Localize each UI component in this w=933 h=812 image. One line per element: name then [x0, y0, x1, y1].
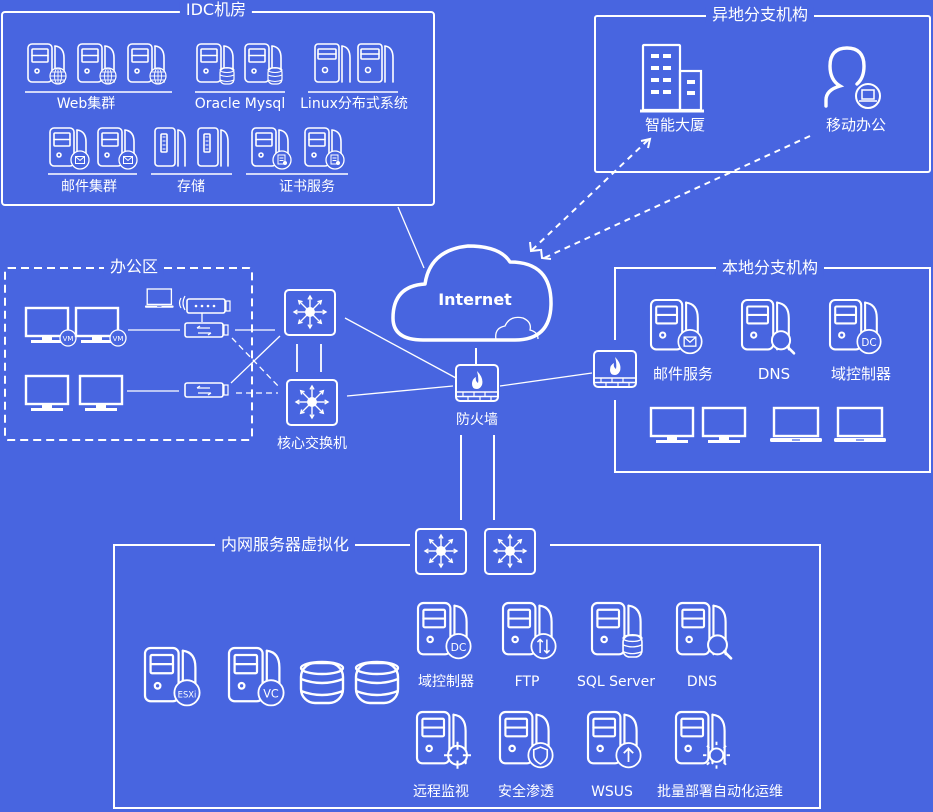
core-switch-icon — [415, 528, 467, 575]
local-server-label: DNS — [757, 365, 791, 383]
core-switch-label: 核心交换机 — [277, 436, 347, 452]
automation-server-icon — [674, 710, 731, 769]
security-server-icon — [498, 710, 554, 769]
local-server-label: 域控制器 — [830, 365, 892, 383]
linux-server-icon — [357, 43, 394, 83]
idc-group-label: Oracle Mysql — [194, 96, 286, 112]
domain-controller-icon: DC — [416, 601, 472, 660]
storage-icon — [154, 127, 186, 167]
mail-server-icon — [97, 127, 138, 170]
desktop-icon — [24, 374, 70, 411]
local-branch-region-box — [614, 267, 931, 473]
web-server-icon — [27, 43, 67, 85]
desktop-icon — [701, 406, 747, 443]
connector-line — [346, 385, 454, 397]
idc-title: IDC机房 — [179, 2, 253, 18]
intranet-server-label: 安全渗透 — [498, 784, 554, 800]
vcenter-server-icon: VC — [227, 646, 285, 707]
intranet-server-label: 批量部署自动化运维 — [657, 784, 783, 800]
linux-server-icon — [314, 43, 351, 83]
wifi-access-point-icon — [186, 298, 231, 314]
svg-text:VC: VC — [263, 688, 279, 701]
idc-group-label: Linux分布式系统 — [300, 96, 408, 112]
wifi-signal-icon — [178, 295, 186, 311]
local-branch-title: 本地分支机构 — [715, 260, 825, 276]
database-icon — [354, 660, 400, 705]
certificate-server-icon — [304, 127, 345, 170]
remote-monitor-server-icon — [415, 710, 472, 769]
laptop-icon — [770, 406, 822, 442]
ipsec-vpn-line — [531, 139, 649, 251]
branch-firewall-icon — [593, 350, 637, 388]
svg-text:DC: DC — [451, 641, 467, 654]
database-icon — [299, 660, 345, 705]
user-laptop-icon — [824, 46, 881, 109]
office-title: 办公区 — [103, 259, 165, 275]
idc-group-label: 存储 — [177, 179, 205, 195]
database-server-icon — [244, 43, 283, 85]
building-label: 智能大厦 — [644, 116, 706, 134]
intranet-region-box — [113, 544, 821, 809]
connector-line — [499, 372, 593, 387]
intranet-server-label: 远程监视 — [413, 784, 469, 800]
core-switch-icon — [284, 289, 336, 336]
core-switch-icon — [286, 379, 338, 426]
dns-server-icon — [675, 601, 733, 660]
domain-controller-icon: DC — [828, 298, 882, 355]
mail-server-icon — [49, 127, 90, 170]
svg-text:VM: VM — [63, 335, 74, 343]
desktop-icon — [649, 406, 695, 443]
core-switch-icon — [484, 528, 536, 575]
intranet-server-label: WSUS — [591, 784, 633, 800]
firewall-icon — [455, 364, 499, 402]
esxi-server-icon: ESXi — [143, 646, 201, 707]
idc-group-label: 证书服务 — [279, 179, 335, 195]
arrow-head — [540, 248, 552, 260]
arrow-head — [529, 241, 541, 253]
intranet-server-label: 域控制器 — [418, 674, 474, 690]
svg-text:ESXi: ESXi — [178, 690, 197, 700]
svg-text:VM: VM — [113, 335, 124, 343]
svg-text:DC: DC — [861, 337, 876, 349]
wsus-server-icon — [586, 710, 642, 769]
firewall-label: 防火墙 — [456, 412, 498, 428]
intranet-server-label: SQL Server — [576, 674, 656, 690]
ftp-server-icon — [501, 601, 557, 660]
web-server-icon — [77, 43, 117, 85]
mobile-office-label: 移动办公 — [825, 116, 887, 134]
database-server-icon — [196, 43, 235, 85]
idc-to-internet-line — [397, 206, 425, 269]
idc-group-label: Web集群 — [56, 96, 116, 112]
local-server-label: 邮件服务 — [652, 365, 714, 383]
connector-line — [231, 337, 281, 389]
vm-desktop-icon: VM — [24, 306, 77, 347]
internet-cloud-icon — [391, 244, 553, 342]
laptop-icon — [834, 406, 886, 442]
connector-line — [230, 335, 281, 384]
small-cloud-icon — [495, 316, 539, 341]
desktop-icon — [78, 374, 124, 411]
connector-line — [344, 317, 457, 379]
remote-vpn-line — [543, 135, 811, 259]
access-switch-icon — [184, 322, 229, 338]
internet-label: Internet — [438, 290, 512, 309]
vm-desktop-icon: VM — [74, 306, 127, 347]
idc-group-label: 邮件集群 — [61, 179, 117, 195]
laptop-icon — [145, 288, 174, 308]
certificate-server-icon — [251, 127, 292, 170]
dns-server-icon — [740, 298, 796, 355]
building-icon — [640, 43, 704, 113]
intranet-title: 内网服务器虚拟化 — [214, 537, 356, 553]
remote-branch-title: 异地分支机构 — [705, 7, 815, 23]
web-server-icon — [127, 43, 167, 85]
mail-server-icon — [649, 298, 703, 355]
access-switch-icon — [184, 382, 229, 398]
arrow-head — [640, 137, 652, 149]
intranet-server-label: FTP — [514, 674, 540, 690]
office-region-box — [4, 267, 253, 441]
storage-icon — [197, 127, 229, 167]
intranet-server-label: DNS — [686, 674, 718, 690]
sql-server-icon — [590, 601, 643, 658]
